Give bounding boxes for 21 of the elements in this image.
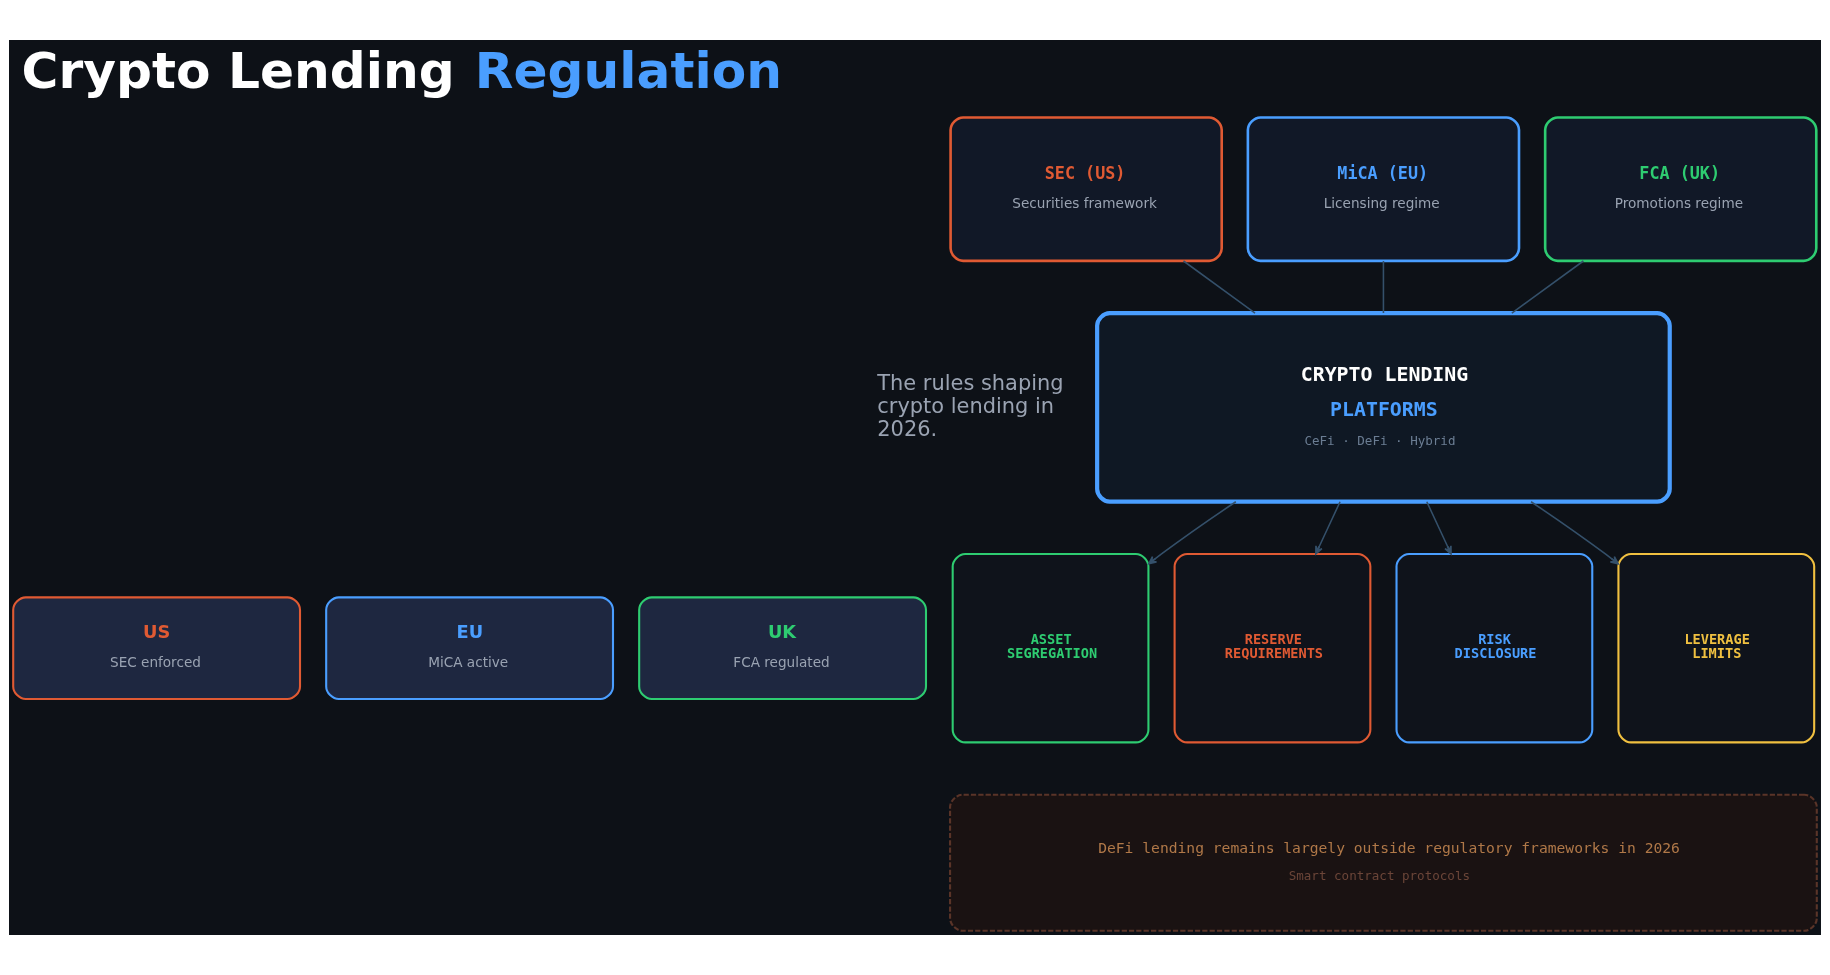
arrow bbox=[1147, 500, 1237, 565]
connector bbox=[1182, 260, 1256, 314]
node-box: UK FCA regulated bbox=[638, 596, 928, 700]
node-box: RESERVE REQUIREMENTS bbox=[1173, 552, 1372, 744]
label: The rules shaping crypto lending in 2026. bbox=[877, 370, 1064, 441]
diagram-title: Crypto Lending Regulation bbox=[21, 40, 782, 100]
node-box: MiCA (EU) Licensing regime bbox=[1246, 116, 1521, 263]
node-box: EU MiCA active bbox=[325, 596, 615, 700]
connector bbox=[1382, 260, 1385, 314]
node-box: LEVERAGE LIMITS bbox=[1617, 552, 1816, 744]
arrow bbox=[1315, 501, 1341, 555]
arrow bbox=[1530, 500, 1619, 565]
connector bbox=[1511, 260, 1585, 314]
node-box: DeFi lending remains largely outside regulatory frameworks in 2026 Smart contract protocols bbox=[949, 793, 1818, 932]
node-box: SEC (US) Securities framework bbox=[949, 116, 1223, 263]
node-box: US SEC enforced bbox=[12, 596, 302, 700]
arrow bbox=[1426, 501, 1452, 555]
node-box: RISK DISCLOSURE bbox=[1395, 552, 1594, 744]
node-box: FCA (UK) Promotions regime bbox=[1543, 116, 1818, 263]
node-box: CRYPTO LENDING PLATFORMS CeFi · DeFi · Hybrid bbox=[1095, 311, 1672, 504]
node-box: ASSET SEGREGATION bbox=[951, 552, 1150, 744]
